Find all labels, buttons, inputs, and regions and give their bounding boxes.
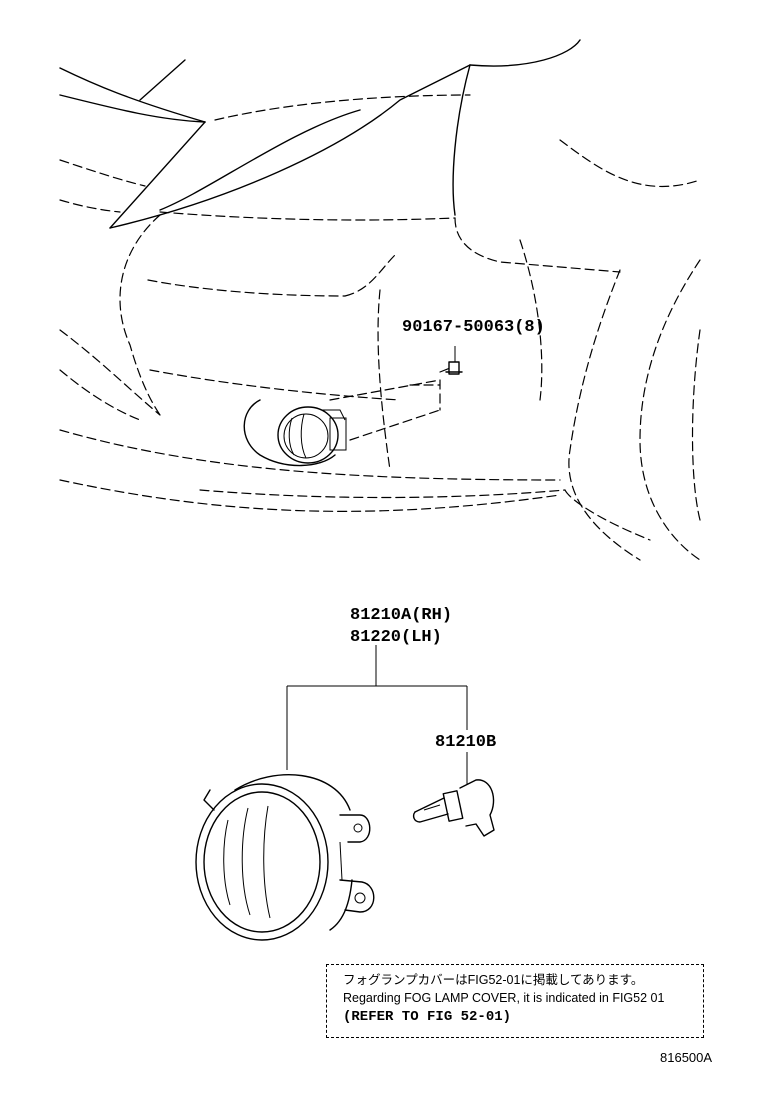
bulb-icon: [412, 779, 495, 837]
leader-lines: [286, 645, 468, 785]
callout-fog-lamp-rh[interactable]: 81210A(RH): [350, 606, 453, 625]
figure-id: 816500A: [660, 1050, 713, 1065]
bolt-icon: [445, 346, 463, 375]
reference-note: フォグランプカバーはFIG52-01に掲載してあります。 Regarding F…: [326, 964, 704, 1038]
fog-lamp-assembly-icon: [195, 774, 375, 941]
note-reference[interactable]: (REFER TO FIG 52-01): [343, 1009, 512, 1025]
installed-fog-lamp: [243, 367, 451, 467]
callout-bulb[interactable]: 81210B: [435, 733, 497, 752]
note-japanese: フォグランプカバーはFIG52-01に掲載してあります。: [343, 973, 644, 987]
car-body-outline: [59, 39, 701, 561]
note-english: Regarding FOG LAMP COVER, it is indicate…: [343, 991, 665, 1005]
callout-bolt-part-number[interactable]: 90167-50063(8): [402, 318, 545, 337]
callout-fog-lamp-lh[interactable]: 81220(LH): [350, 628, 442, 647]
